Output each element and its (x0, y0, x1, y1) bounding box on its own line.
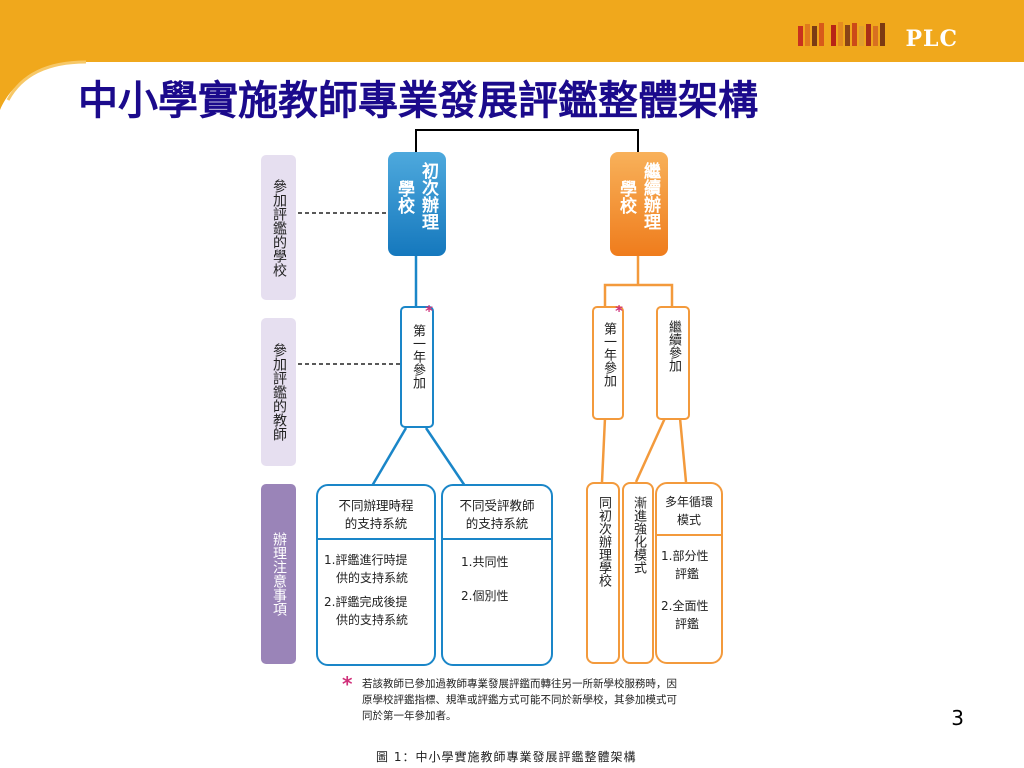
first-time-school-label-a: 初次辦理 (418, 162, 438, 230)
pencils-icon (798, 22, 885, 46)
continuing-school-box: 繼續辦理 學校 (610, 152, 668, 256)
progressive-mode-box: 漸進強化模式 (622, 482, 654, 664)
label-participating-schools: 參加評鑑的學校 (261, 155, 296, 300)
first-time-school-box: 初次辦理 學校 (388, 152, 446, 256)
first-time-school-label-b: 學校 (394, 180, 414, 214)
first-year-teacher-box-blue: * 第一年參加 (400, 302, 434, 428)
multi-year-cycle-box: 多年循環 模式 1.部分性 評鑑 2.全面性 評鑑 (655, 482, 723, 664)
continuing-school-label-b: 學校 (616, 180, 636, 214)
star-icon: * (425, 302, 433, 320)
label-implementation-notes: 辦理注意事項 (261, 484, 296, 664)
slide-title: 中小學實施教師專業發展評鑑整體架構 (78, 78, 758, 124)
star-icon: * (615, 302, 623, 320)
first-year-teacher-box-orange: * 第一年參加 (592, 302, 624, 420)
same-as-first-time-box: 同初次辦理學校 (586, 482, 620, 664)
header-band (0, 0, 1024, 110)
label-participating-teachers: 參加評鑑的教師 (261, 318, 296, 466)
continuing-teacher-box: 繼續參加 (656, 306, 690, 420)
star-icon: * (342, 672, 353, 696)
footnote: 若該教師已參加過教師專業發展評鑑而轉往另一所新學校服務時，因 原學校評鑑指標、規… (362, 678, 677, 722)
support-by-schedule-box: 不同辦理時程 的支持系統 1.評鑑進行時提 供的支持系統 2.評鑑完成後提 供的… (316, 484, 436, 666)
continuing-school-label-a: 繼續辦理 (640, 162, 660, 230)
figure-caption: 圖 1：中小學實施教師專業發展評鑑整體架構 (376, 750, 637, 764)
support-by-teacher-box: 不同受評教師 的支持系統 1.共同性 2.個別性 (441, 484, 553, 666)
page-number: 3 (951, 706, 964, 730)
logo-text: PLC (905, 26, 958, 52)
